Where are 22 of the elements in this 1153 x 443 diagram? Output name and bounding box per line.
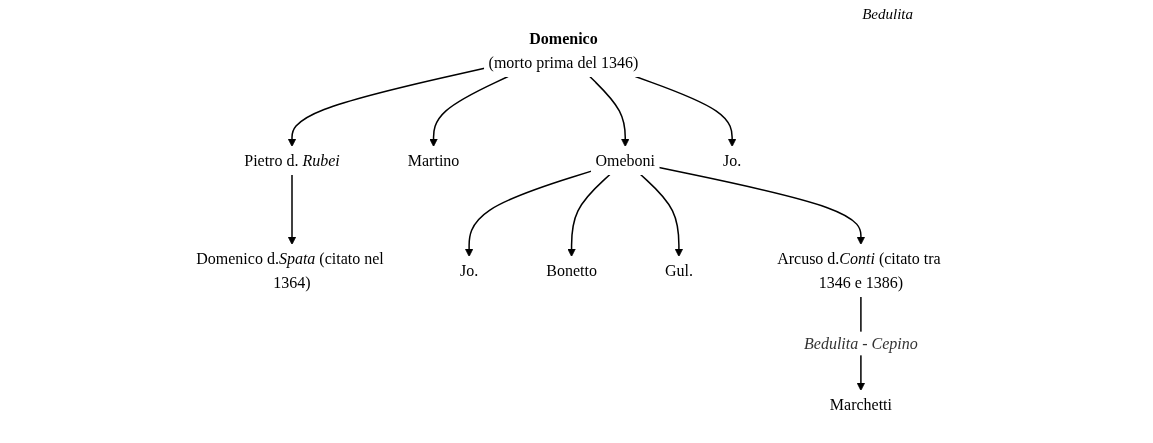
node-text: Omeboni bbox=[595, 151, 656, 169]
node-text: Pietro d. Rubei bbox=[244, 151, 340, 169]
node-text: Arcuso d.Conti (citato tra 1346 e 1386) bbox=[777, 249, 941, 291]
node-text: Domenico d.Spata (citato nel 1364) bbox=[196, 249, 384, 291]
arrow bbox=[429, 75, 509, 147]
arrow bbox=[567, 173, 611, 257]
node-text: Jo. bbox=[460, 261, 479, 279]
node-text: Bonetto bbox=[546, 261, 597, 279]
arrow bbox=[287, 173, 297, 245]
node-text: Martino bbox=[407, 151, 460, 169]
node-text: Gul. bbox=[664, 261, 693, 279]
edge-label: Bedulita - Cepino bbox=[804, 334, 918, 352]
arrow bbox=[634, 75, 737, 147]
place-name: Bedulita bbox=[862, 6, 913, 23]
node-text: Marchetti bbox=[829, 395, 893, 413]
arrow bbox=[658, 166, 866, 245]
arrow bbox=[464, 170, 593, 257]
arrow bbox=[589, 75, 630, 147]
node-text: Jo. bbox=[723, 151, 742, 169]
arrow bbox=[639, 173, 684, 257]
node-text: Domenico (morto prima del 1346) bbox=[488, 29, 639, 71]
arrow bbox=[287, 67, 486, 147]
